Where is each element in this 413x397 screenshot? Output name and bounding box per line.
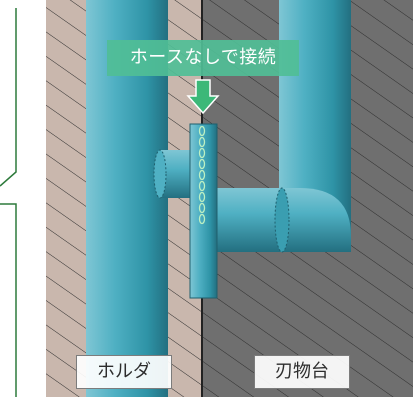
coolant-passage-icon (198, 125, 206, 225)
tool-block-horizontal-pipe (210, 187, 351, 253)
down-arrow-icon (186, 79, 220, 115)
holder-label: ホルダ (76, 355, 172, 389)
callout-label: ホースなしで接続 (107, 40, 299, 76)
tool-block-label: 刃物台 (254, 355, 350, 389)
left-margin (0, 0, 46, 397)
